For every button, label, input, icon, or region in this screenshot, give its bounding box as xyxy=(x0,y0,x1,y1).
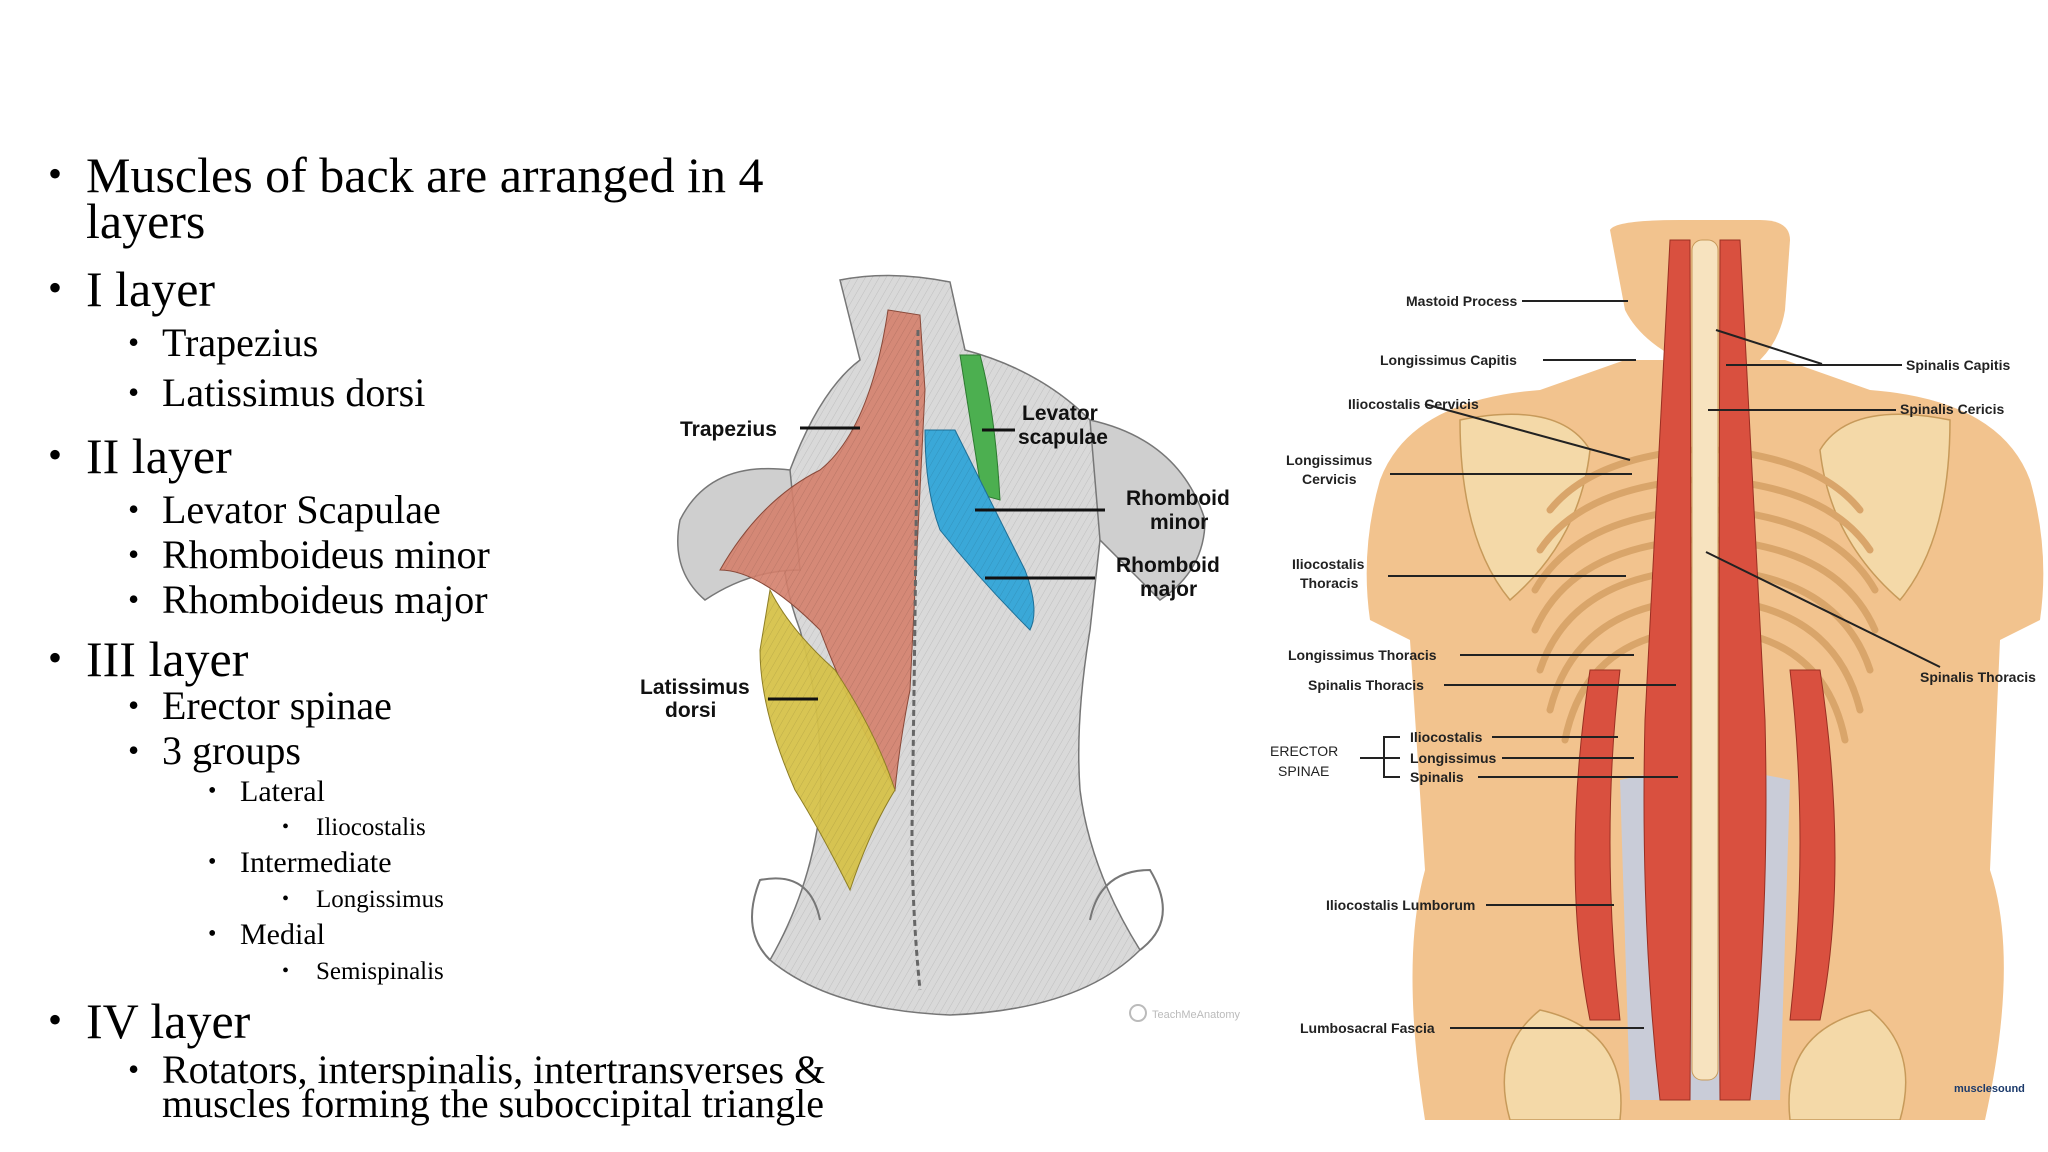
label-rhomboid-major-2: major xyxy=(1140,578,1197,601)
bullet-longissimus: •Longissimus xyxy=(282,886,444,913)
bullet-layer-1: •I layer xyxy=(48,261,216,317)
bullet-layer-3: •III layer xyxy=(48,631,249,687)
bullet-layer-4: •IV layer xyxy=(48,993,251,1049)
label-erector-1: ERECTOR xyxy=(1270,743,1338,759)
label-spinalis-thoracis-right: Spinalis Thoracis xyxy=(1920,669,2036,685)
label-mastoid: Mastoid Process xyxy=(1406,293,1517,309)
bullet-medial: •Medial xyxy=(208,918,325,951)
label-rhomboid-major-1: Rhomboid xyxy=(1116,554,1220,577)
bullet-semispinalis: •Semispinalis xyxy=(282,958,444,985)
bullet-latissimus: •Latissimus dorsi xyxy=(128,370,426,415)
label-es-spinalis: Spinalis xyxy=(1410,769,1464,785)
bullet-erector-spinae: •Erector spinae xyxy=(128,683,392,728)
erector-left xyxy=(1643,239,1692,1101)
bullet-trapezius: •Trapezius xyxy=(128,320,319,365)
label-rhomboid-minor-1: Rhomboid xyxy=(1126,487,1230,510)
label-longissimus-cervicis-2: Cervicis xyxy=(1302,471,1357,487)
back-muscles-figure: Trapezius Levator scapulae Rhomboid mino… xyxy=(640,274,1241,1022)
label-iliocostalis-lumborum: Iliocostalis Lumborum xyxy=(1326,897,1475,913)
label-trapezius: Trapezius xyxy=(680,418,777,441)
spine-column xyxy=(1691,239,1719,1081)
bullet-rotators-cont: muscles forming the suboccipital triangl… xyxy=(162,1081,825,1126)
label-spinalis-thoracis: Spinalis Thoracis xyxy=(1308,677,1424,693)
label-es-longissimus: Longissimus xyxy=(1410,750,1497,766)
bullet-intermediate: •Intermediate xyxy=(208,846,392,879)
label-es-iliocostalis: Iliocostalis xyxy=(1410,729,1483,745)
bullet-rhomboid-major: •Rhomboideus major xyxy=(128,577,488,622)
label-iliocostalis-thoracis-1: Iliocostalis xyxy=(1292,556,1365,572)
label-iliocostalis-thoracis-2: Thoracis xyxy=(1300,575,1359,591)
label-longissimus-capitis: Longissimus Capitis xyxy=(1380,352,1517,368)
erector-spinae-figure: Mastoid Process Longissimus Capitis Ilio… xyxy=(1270,220,2044,1120)
label-longissimus-thoracis: Longissimus Thoracis xyxy=(1288,647,1437,663)
label-latissimus-2: dorsi xyxy=(665,699,716,722)
logo-musclesound: musclesound xyxy=(1954,1083,2025,1095)
label-levator-2: scapulae xyxy=(1018,426,1108,449)
label-spinalis-capitis: Spinalis Capitis xyxy=(1906,357,2010,373)
label-longissimus-cervicis-1: Longissimus xyxy=(1286,452,1373,468)
bullet-layer-2: •II layer xyxy=(48,428,232,484)
levator-scapulae-muscle xyxy=(959,354,1001,501)
bullet-iliocostalis: •Iliocostalis xyxy=(282,814,426,841)
bullet-layers-intro: •Muscles of back are arranged in 4 xyxy=(48,147,764,203)
credit-text: TeachMeAnatomy xyxy=(1152,1009,1241,1021)
bullet-layers-intro-cont: layers xyxy=(86,193,206,249)
bullet-lateral: •Lateral xyxy=(208,775,325,808)
label-iliocostalis-cervicis: Iliocostalis Cervicis xyxy=(1348,396,1479,412)
bullet-levator: •Levator Scapulae xyxy=(128,487,441,532)
label-latissimus-1: Latissimus xyxy=(640,676,750,699)
label-spinalis-cericis: Spinalis Cericis xyxy=(1900,401,2004,417)
label-lumbosacral-fascia: Lumbosacral Fascia xyxy=(1300,1020,1435,1036)
spine-line xyxy=(910,329,922,991)
label-rhomboid-minor-2: minor xyxy=(1150,511,1208,534)
erector-right xyxy=(1718,239,1767,1101)
bullet-rhomboid-minor: •Rhomboideus minor xyxy=(128,532,490,577)
bullet-rotators: •Rotators, interspinalis, intertransvers… xyxy=(128,1047,826,1092)
bullet-3-groups: •3 groups xyxy=(128,728,301,773)
label-levator-1: Levator xyxy=(1022,402,1098,425)
label-erector-2: SPINAE xyxy=(1278,763,1329,779)
bullet-list: •Muscles of back are arranged in 4 layer… xyxy=(0,0,900,1152)
